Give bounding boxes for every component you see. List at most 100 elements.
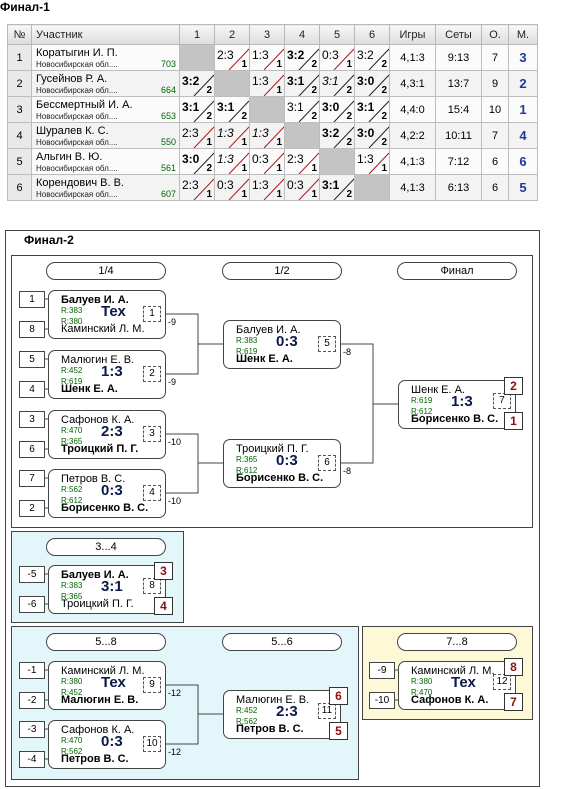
game-number: 6 <box>318 455 336 471</box>
game-number: 9 <box>143 677 161 693</box>
score-points: 2 <box>381 137 387 148</box>
row-number: 1 <box>7 44 32 71</box>
score-cell: 3:1 2 <box>319 174 355 201</box>
seed-box: -4 <box>19 751 45 768</box>
player-a-rating: R:470 <box>61 736 83 745</box>
place-badge: 4 <box>154 597 173 615</box>
score-value: 1:3 <box>217 126 234 140</box>
player-b-rating: R:562 <box>236 717 258 726</box>
game-number: 4 <box>143 485 161 501</box>
seed-box: 3 <box>19 411 45 428</box>
score-cell: 1:3 1 <box>249 44 285 71</box>
table-row: 6 Корендович В. В.Новосибирская обл....60… <box>7 174 538 201</box>
score-value: 1:3 <box>252 74 269 88</box>
score-points: 2 <box>311 85 317 96</box>
loser-target-label: -12 <box>168 747 182 757</box>
col-3: 3 <box>249 24 285 45</box>
score-value: 1:3 <box>252 48 269 62</box>
player-b-name: Петров В. С. <box>61 753 129 765</box>
round-1-2-header: 1/2 <box>222 262 342 280</box>
player-b-rating: R:562 <box>61 747 83 756</box>
col-participant: Участник <box>31 24 180 45</box>
seed-box: 8 <box>19 321 45 338</box>
col-sets: Сеты <box>435 24 482 45</box>
games-cell: 4,4:0 <box>389 96 436 123</box>
place-badge: 1 <box>504 412 523 430</box>
round-5-8-header: 5...8 <box>46 633 166 651</box>
score-points: 1 <box>206 137 212 148</box>
score-points: 2 <box>311 59 317 70</box>
player-b-rating: R:365 <box>61 437 83 446</box>
score-points: 1 <box>276 59 282 70</box>
sets-cell: 10:11 <box>435 122 482 149</box>
game-number: 3 <box>143 426 161 442</box>
score-value: 0:3 <box>322 48 339 62</box>
points-cell: 7 <box>481 44 509 71</box>
final1-table: № Участник 1 2 3 4 5 6 Игры Сеты О. М. 1… <box>7 24 538 201</box>
sets-cell: 13:7 <box>435 70 482 97</box>
participant-cell: Корендович В. В.Новосибирская обл....607 <box>31 174 180 201</box>
player-b-name: Шенк Е. А. <box>236 353 293 365</box>
player-b-name: Сафонов К. А. <box>411 694 489 706</box>
participant-name: Бессмертный И. А. <box>36 99 133 111</box>
score-value: 3:1 <box>322 178 340 192</box>
player-a-rating: R:365 <box>236 455 258 464</box>
self-cell <box>284 122 320 149</box>
score-points: 1 <box>241 137 247 148</box>
loser-target-label: -8 <box>343 347 352 357</box>
score-value: 0:3 <box>252 152 269 166</box>
score-points: 2 <box>381 111 387 122</box>
game-number: 5 <box>318 336 336 352</box>
points-cell: 7 <box>481 122 509 149</box>
participant-cell: Альгин В. Ю.Новосибирская обл....561 <box>31 148 180 175</box>
seed-box: -9 <box>369 662 395 679</box>
match-result: 3:1 <box>101 578 123 595</box>
score-cell: 2:3 1 <box>179 122 215 149</box>
score-points: 1 <box>206 189 212 200</box>
score-points: 2 <box>346 189 352 200</box>
loser-target-label: -10 <box>168 437 182 447</box>
row-number: 4 <box>7 122 32 149</box>
score-value: 3:1 <box>287 74 305 88</box>
score-value: 2:3 <box>217 48 234 62</box>
score-value: 2:3 <box>182 126 199 140</box>
player-a-name: Балуев И. А. <box>61 294 129 306</box>
score-cell: 1:3 1 <box>214 122 250 149</box>
seed-box: -5 <box>19 566 45 583</box>
place-cell: 4 <box>508 122 538 149</box>
participant-name: Шуралев К. С. <box>36 125 109 137</box>
points-cell: 6 <box>481 174 509 201</box>
score-cell: 1:3 1 <box>214 148 250 175</box>
participant-cell: Гусейнов Р. А.Новосибирская обл....664 <box>31 70 180 97</box>
score-points: 1 <box>276 163 282 174</box>
player-a-name: Малюгин Е. В. <box>236 694 310 706</box>
game-number: 2 <box>143 366 161 382</box>
col-6: 6 <box>354 24 390 45</box>
score-value: 3:2 <box>182 74 200 88</box>
match-result: Тех <box>101 674 126 691</box>
score-value: 1:3 <box>217 152 234 166</box>
player-b-name: Троицкий П. Г. <box>61 598 134 610</box>
score-value: 3:0 <box>182 152 200 166</box>
player-a-name: Шенк Е. А. <box>411 384 465 396</box>
player-a-name: Каминский Л. М. <box>61 665 145 677</box>
match-result: 2:3 <box>276 703 298 720</box>
seed-box: 7 <box>19 470 45 487</box>
place-badge: 8 <box>504 658 523 676</box>
score-points: 1 <box>276 137 282 148</box>
loser-target-label: -10 <box>168 496 182 506</box>
game-number: 11 <box>318 703 336 719</box>
participant-name: Альгин В. Ю. <box>36 151 103 163</box>
score-points: 1 <box>241 163 247 174</box>
